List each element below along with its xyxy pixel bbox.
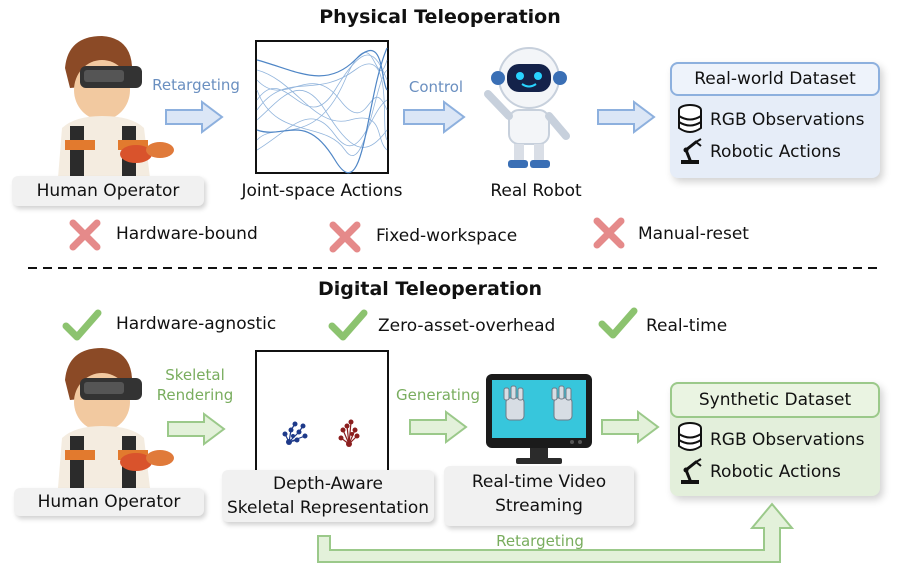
check-icon xyxy=(328,309,368,341)
benefit-zero-asset-overhead: Zero-asset-overhead xyxy=(378,316,556,336)
cross-icon xyxy=(593,217,625,249)
robot-illustration xyxy=(484,47,570,168)
physical-arrow-3 xyxy=(597,100,656,134)
digital-title: Digital Teleoperation xyxy=(317,278,543,300)
cross-icon xyxy=(69,219,101,251)
joint-space-actions-label: Joint-space Actions xyxy=(241,181,403,201)
operator-illustration xyxy=(58,348,174,488)
digital-operator-label: Human Operator xyxy=(14,488,204,516)
database-icon xyxy=(678,422,702,451)
drawback-hardware-bound: Hardware-bound xyxy=(116,224,258,244)
joint-space-actions-plot xyxy=(255,40,389,174)
skeletal-representation-frame xyxy=(255,350,389,474)
synthetic-row-actions: Robotic Actions xyxy=(710,462,841,482)
synthetic-row-rgb: RGB Observations xyxy=(710,430,865,450)
real-world-row-rgb: RGB Observations xyxy=(710,110,865,130)
video-label-line2: Streaming xyxy=(495,496,583,516)
benefit-hardware-agnostic: Hardware-agnostic xyxy=(116,314,277,334)
real-world-dataset-title: Real-world Dataset xyxy=(670,62,880,96)
generating-label: Generating xyxy=(395,386,481,404)
drawback-manual-reset: Manual-reset xyxy=(638,224,749,244)
physical-arrow-2 xyxy=(403,100,466,134)
digital-arrow-2 xyxy=(409,410,468,444)
drawback-fixed-workspace: Fixed-workspace xyxy=(376,226,518,246)
physical-arrow-1 xyxy=(165,100,224,134)
video-label-line1: Real-time Video xyxy=(471,472,607,492)
skeletal-rendering-label-line1: Skeletal xyxy=(165,366,225,384)
monitor-illustration xyxy=(486,374,592,464)
section-divider xyxy=(28,267,880,269)
robot-arm-icon xyxy=(681,138,702,164)
skeletal-label-box xyxy=(222,470,434,522)
physical-retargeting-label: Retargeting xyxy=(152,76,240,94)
real-robot-label: Real Robot xyxy=(490,181,582,201)
physical-title: Physical Teleoperation xyxy=(319,6,561,28)
physical-operator-label: Human Operator xyxy=(12,176,204,206)
synthetic-dataset-title: Synthetic Dataset xyxy=(670,382,880,418)
retargeting-feedback-label: Retargeting xyxy=(496,532,584,550)
digital-arrow-3 xyxy=(601,410,660,444)
database-icon xyxy=(678,104,702,133)
benefit-real-time: Real-time xyxy=(646,316,728,336)
digital-arrow-1 xyxy=(167,412,226,446)
cross-icon xyxy=(329,221,361,253)
operator-illustration xyxy=(58,36,174,178)
skeletal-label-line2: Skeletal Representation xyxy=(227,498,429,518)
video-label-box xyxy=(444,466,634,526)
physical-control-label: Control xyxy=(408,78,464,96)
robot-arm-icon xyxy=(681,458,702,484)
real-world-row-actions: Robotic Actions xyxy=(710,142,841,162)
retargeting-feedback-arrow xyxy=(317,502,795,563)
skeletal-label-line1: Depth-Aware xyxy=(273,474,383,494)
check-icon xyxy=(598,307,638,339)
skeletal-rendering-label-line2: Rendering xyxy=(156,386,234,404)
check-icon xyxy=(62,309,102,341)
